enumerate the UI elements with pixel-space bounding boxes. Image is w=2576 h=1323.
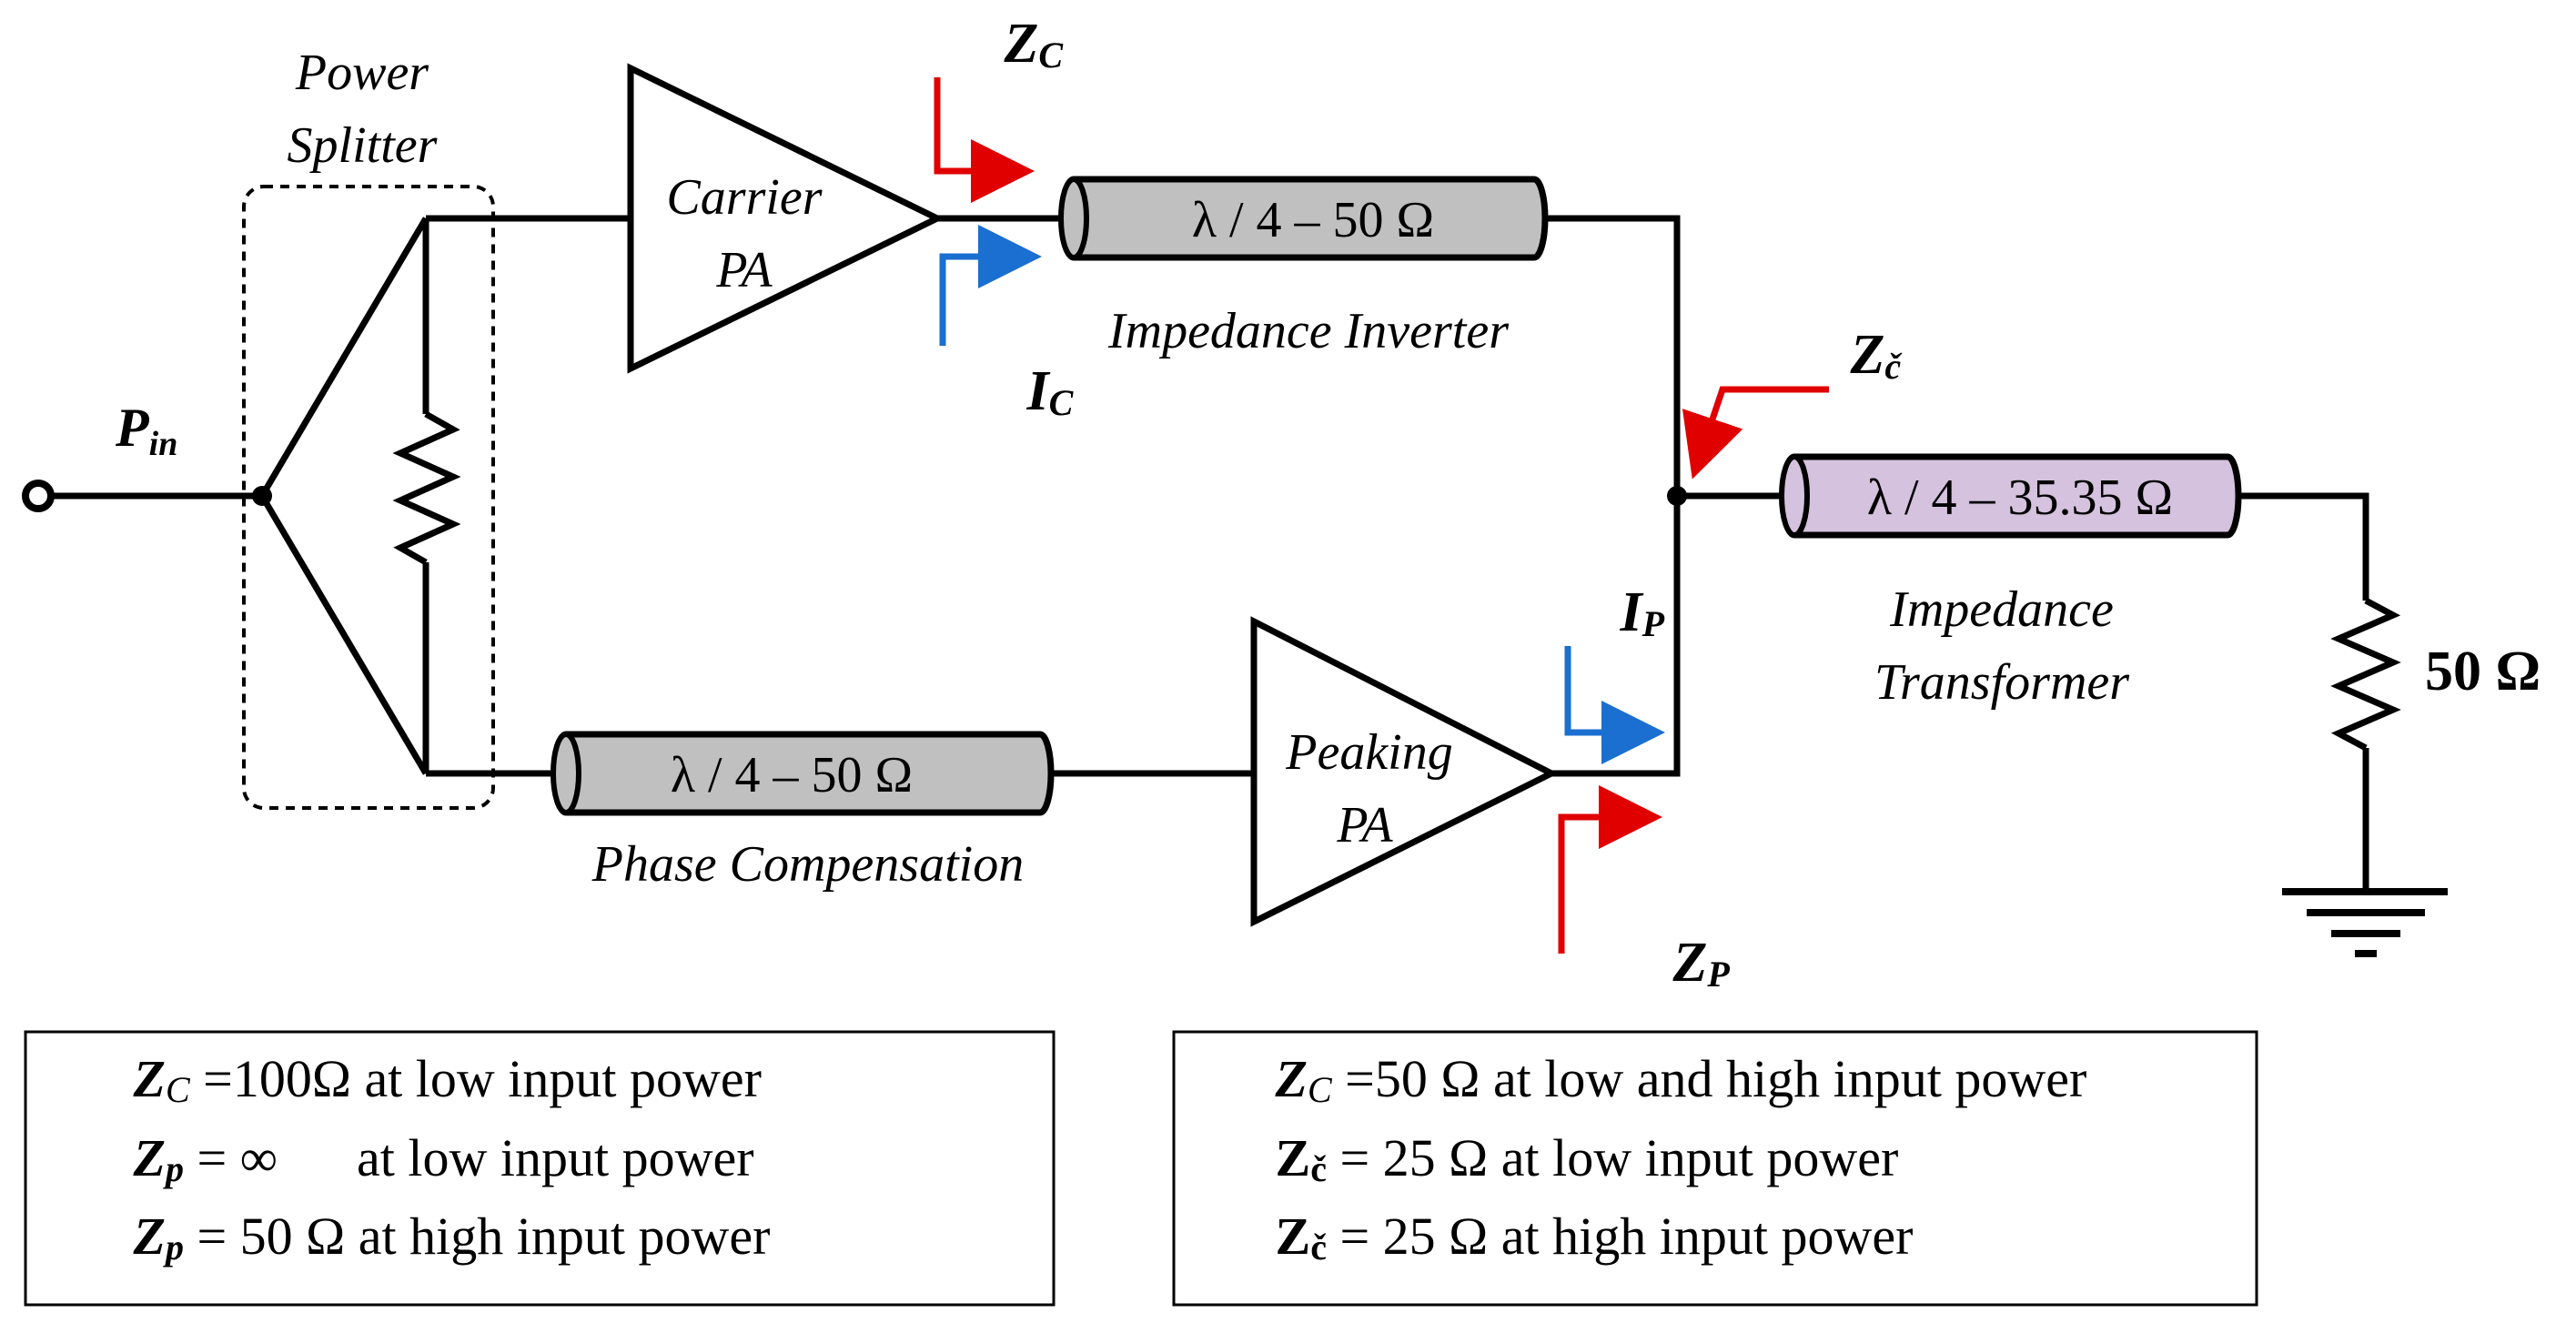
impedance-inverter-tline-end [1058,177,1089,260]
load: 50 Ω [2238,492,2541,957]
ic-label: IC [928,360,1144,428]
ip-arrow [1564,646,1665,764]
impedance-transformer-tline-end [1779,454,1810,538]
peaking-to-junction-wire [1551,496,1681,777]
impedance-transformer-value: λ / 4 – 35.35 Ω [1867,470,2173,526]
phase-compensation-value: λ / 4 – 50 Ω [671,747,913,803]
load-resistor [2330,597,2401,752]
phase-compensation-caption: Phase Compensation [591,836,1024,893]
zc-marker: ZC [905,13,1134,203]
legend-right-row-3: Zč = 25 Ω at high input power [1183,1207,1979,1267]
ic-arrow [939,225,1042,346]
zp-arrow [1558,785,1662,954]
splitter-upper-branch [258,217,429,498]
legend-right-row-2: Zč = 25 Ω at low input power [1183,1128,1965,1189]
input-port: Pin [20,398,262,512]
peaking-pa-label-line1: Peaking [1285,724,1452,781]
carrier-pa-triangle [627,63,945,374]
legend-right-box [1172,1030,2258,1307]
splitter-label-line1: Power [295,45,429,101]
zc-label: ZC [905,13,1134,80]
ip-marker: IP [1521,581,1735,764]
zp-label: ZP [1574,932,1800,999]
legend-right-row-1: ZC =50 Ω at low and high input power [1183,1049,2153,1110]
zcc-label: Zč [1752,324,1972,391]
peaking-pa-triangle [1250,616,1559,927]
carrier-pa: Carrier PA [627,63,945,374]
legend-right: ZC =50 Ω at low and high input power Zč … [1172,1030,2258,1307]
zp-marker: ZP [1558,785,1800,999]
power-splitter: Power Splitter [242,45,495,810]
impedance-inverter-caption: Impedance Inverter [1107,303,1509,359]
zcc-arrow [1682,386,1829,480]
phase-compensation-tline-end [551,732,581,815]
legend-left-box [24,1030,1056,1307]
load-wire-top [2238,492,2369,601]
carrier-pa-label-line1: Carrier [666,169,822,226]
legend-left-row-2: Zp = ∞ at low input power [41,1128,820,1189]
isolation-resistor [392,410,461,566]
impedance-inverter: λ / 4 – 50 Ω Impedance Inverter [1058,176,1549,359]
carrier-pa-label-line2: PA [715,242,773,298]
legend-left-row-3: Zp = 50 Ω at high input power [41,1207,836,1267]
splitter-lower-branch [258,494,429,775]
carrier-to-junction-wire [1545,215,1681,496]
zcc-marker: Zč [1682,324,1972,480]
peaking-pa: Peaking PA [1250,616,1559,927]
impedance-transformer: λ / 4 – 35.35 Ω Impedance Transformer [1779,453,2242,711]
input-label: Pin [20,398,246,467]
phase-compensation: λ / 4 – 50 Ω Phase Compensation [551,731,1055,893]
load-label: 50 Ω [2425,641,2541,702]
ip-label: IP [1521,581,1735,649]
legend-left: ZC =100Ω at low input power Zp = ∞ at lo… [24,1030,1056,1307]
legend-left-row-1: ZC =100Ω at low input power [41,1049,827,1110]
impedance-transformer-caption-line1: Impedance [1889,581,2114,638]
splitter-junction-dot [252,486,272,506]
splitter-dashed-box [242,185,495,810]
ground-icon [2282,888,2448,957]
input-terminal [22,480,55,512]
impedance-inverter-value: λ / 4 – 50 Ω [1192,192,1434,248]
peaking-pa-label-line2: PA [1336,797,1393,853]
impedance-transformer-caption-line2: Transformer [1874,654,2129,711]
zc-arrow [934,77,1035,203]
ic-marker: IC [928,225,1144,428]
splitter-label-line2: Splitter [288,117,438,174]
